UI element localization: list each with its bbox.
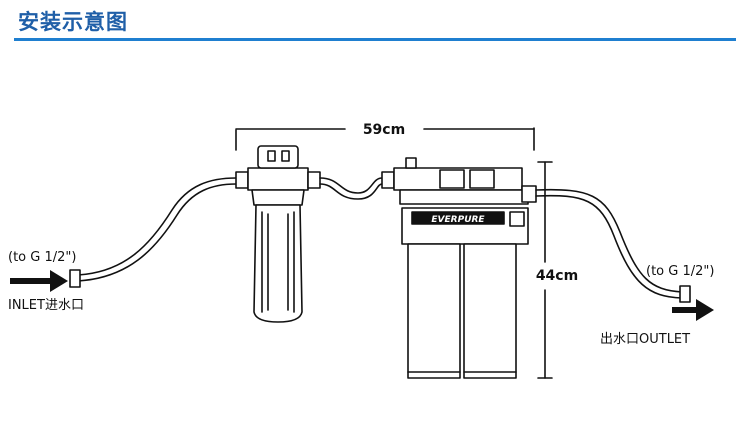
inlet-label: INLET进水口 [8, 298, 84, 313]
inlet-hose [69, 177, 237, 288]
outlet-hose [535, 188, 691, 303]
title-divider [14, 38, 736, 41]
width-dimension-label: 59cm [363, 122, 405, 138]
inlet-fitting-label: (to G 1/2") [8, 250, 76, 265]
width-dimension [235, 127, 535, 151]
height-dimension [537, 161, 553, 379]
prefilter-housing [235, 145, 321, 323]
brand-plate-label: EVERPURE [431, 215, 485, 225]
connecting-hose [319, 171, 395, 200]
outlet-label: 出水口OUTLET [600, 332, 690, 347]
outlet-arrow-icon [672, 299, 714, 321]
main-filter-system [393, 157, 537, 379]
outlet-fitting-label: (to G 1/2") [646, 264, 714, 279]
page-title: 安装示意图 [18, 10, 128, 34]
height-dimension-label: 44cm [536, 268, 578, 284]
inlet-arrow-icon [10, 270, 68, 292]
